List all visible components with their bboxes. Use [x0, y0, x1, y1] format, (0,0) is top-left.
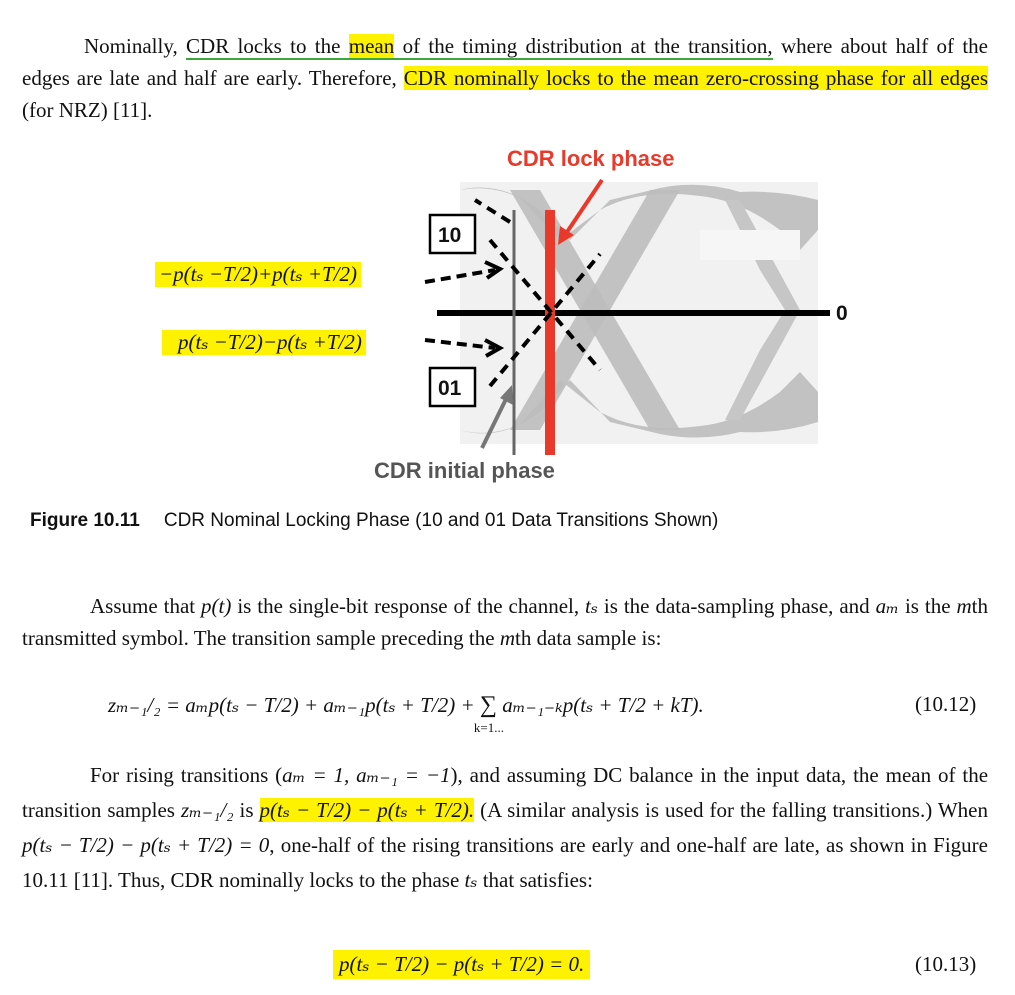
zero-label: 0	[836, 302, 848, 325]
eq-lhs: zₘ₋₁/₂ = aₘp(tₛ − T/2) + aₘ₋₁p(tₛ + T/2)…	[108, 693, 480, 717]
math: zₘ₋₁/₂	[180, 798, 234, 822]
underlined-phrase: CDR locks to the mean of the timing dist…	[186, 34, 773, 60]
math: p(t)	[201, 594, 232, 618]
paragraph-intro: Nominally, CDR locks to the mean of the …	[22, 30, 989, 126]
caption-number: Figure 10.11	[30, 510, 140, 531]
sum-symbol: ∑	[479, 692, 497, 718]
box-10: 10	[438, 224, 462, 247]
paragraph-assume: Assume that p(t) is the single-bit respo…	[22, 590, 988, 654]
equation-10-13: p(tₛ − T/2) − p(tₛ + T/2) = 0.	[333, 950, 591, 979]
text: th data sample is:	[515, 626, 662, 650]
text: Assume that	[90, 594, 202, 618]
eye-diagram	[424, 178, 830, 455]
math: tₛ	[585, 594, 598, 618]
equation-number-10-13: (10.13)	[915, 952, 977, 976]
text: CDR locks to the	[186, 34, 341, 58]
eq-rhs: aₘ₋₁₋ₖp(tₛ + T/2 + kT).	[502, 693, 704, 717]
paragraph-rising: For rising transitions (aₘ = 1, aₘ₋₁ = −…	[22, 758, 988, 898]
math: p(tₛ − T/2) − p(tₛ + T/2) = 0	[22, 833, 270, 857]
text: (for NRZ) [11].	[22, 98, 153, 122]
caption-text: CDR Nominal Locking Phase (10 and 01 Dat…	[163, 510, 719, 531]
highlight-mean: mean	[348, 34, 395, 58]
text: where about half of the edges are late a…	[22, 34, 988, 90]
equation-10-12: zₘ₋₁/₂ = aₘp(tₛ − T/2) + aₘ₋₁p(tₛ + T/2)…	[108, 692, 704, 735]
expr-top: −p(tₛ −T/2)+p(tₛ +T/2)	[155, 262, 362, 287]
math: m	[499, 626, 516, 650]
box-01: 01	[438, 377, 462, 400]
lock-phase-line	[545, 210, 555, 455]
text: is the single-bit response of the channe…	[231, 594, 586, 618]
expr-bottom: p(tₛ −T/2)−p(tₛ +T/2)	[162, 330, 366, 355]
text: , one-half of the rising transitions are…	[22, 833, 988, 892]
text: is the data-sampling phase, and	[597, 594, 876, 618]
text: ), and assuming DC balance in the input …	[22, 763, 989, 822]
text: Nominally,	[84, 34, 187, 58]
text: (A similar analysis is used for the fall…	[474, 798, 988, 822]
text: is	[233, 798, 260, 822]
math: m	[956, 594, 972, 618]
lock-phase-label: CDR lock phase	[507, 146, 675, 171]
initial-phase-label: CDR initial phase	[374, 458, 555, 483]
text: is the	[899, 594, 957, 618]
math: tₛ	[464, 868, 478, 892]
sum-subscript: k=1...	[473, 720, 504, 735]
highlight-mean-expr: p(tₛ − T/2) − p(tₛ + T/2).	[259, 798, 475, 822]
math: aₘ = 1, aₘ₋₁ = −1	[282, 763, 451, 787]
text: th transmitted symbol. The transition sa…	[22, 594, 989, 650]
text: of the timing distribution at the transi…	[402, 34, 773, 58]
figure-caption: Figure 10.11 CDR Nominal Locking Phase (1…	[30, 510, 718, 532]
highlight-phrase: CDR nominally locks to the mean zero-cro…	[403, 66, 989, 90]
math: aₘ	[875, 594, 900, 618]
figure-10-11: CDR lock phase 10 01 0 −p(tₛ −T/2)+p(tₛ …	[140, 140, 860, 490]
text: For rising transitions (	[90, 763, 283, 787]
equation-number-10-12: (10.12)	[915, 692, 977, 716]
text: that satisfies:	[477, 868, 593, 892]
